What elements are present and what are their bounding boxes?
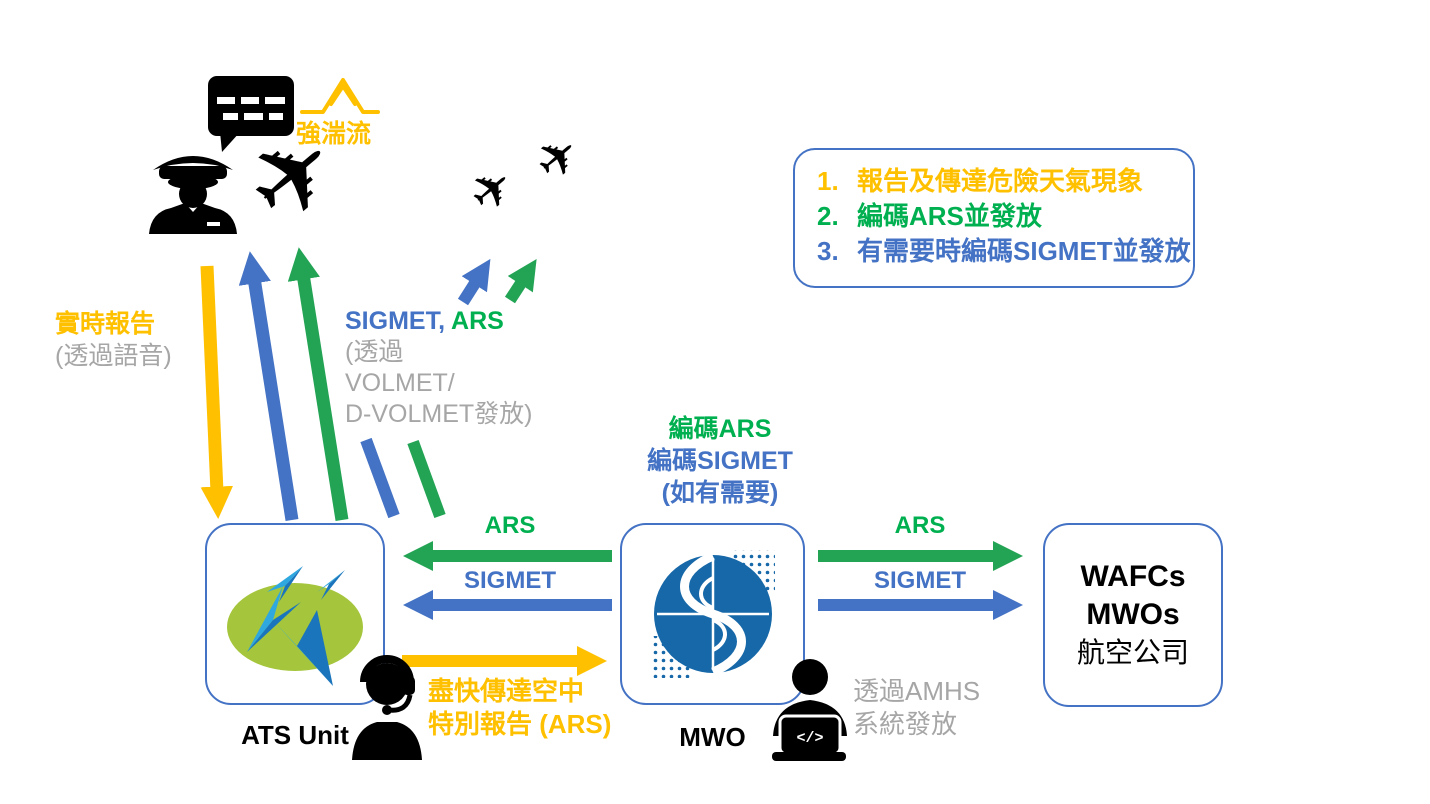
laptop-operator-icon: </> — [772, 659, 847, 761]
ars-flow-label-left: ARS — [484, 512, 536, 539]
volmet-dissemination-label: SIGMET, ARS (透過 VOLMET/ D-VOLMET發放) — [345, 306, 533, 430]
arrow-volmet-ars-head — [504, 259, 537, 304]
hko-logo-icon — [650, 550, 775, 678]
sigmet-flow-label-left: SIGMET — [463, 567, 556, 594]
ars-relay-line1: 盡快傳達空中 — [428, 676, 585, 706]
amhs-line1: 透過AMHS — [853, 676, 981, 706]
sigmet-flow-label-right: SIGMET — [873, 567, 966, 594]
wafc-line2: MWOs — [1086, 598, 1180, 631]
mwo-label: MWO — [679, 722, 746, 752]
legend-number: 1. — [817, 166, 839, 196]
legend-text: 編碼ARS並發放 — [857, 201, 1042, 231]
mwo-tasks-label: 編碼ARS 編碼SIGMET (如有需要) — [630, 413, 810, 509]
mwo-task-ars: 編碼ARS — [668, 415, 772, 443]
legend-number: 2. — [817, 201, 839, 231]
headset-operator-icon — [352, 655, 422, 760]
arrow-volmet-sigmet-head — [457, 258, 491, 306]
realtime-report-title: 實時報告 — [55, 310, 156, 338]
ats-unit-label: ATS Unit — [241, 720, 349, 750]
mwo-task-sigmet: 編碼SIGMET — [647, 447, 793, 475]
arrow-volmet-ars-segment — [407, 439, 446, 519]
legend-text: 有需要時編碼SIGMET並發放 — [857, 236, 1191, 266]
arrow-ats-to-pilot-sigmet — [238, 251, 299, 522]
turbulence-label: 強湍流 — [296, 120, 372, 148]
volmet-note-line3: VOLMET/ — [345, 369, 455, 397]
legend-box: 1. 報告及傳達危險天氣現象 2. 編碼ARS並發放 3. 有需要時編碼SIGM… — [793, 148, 1195, 288]
arrow-pilot-to-ats-voice — [200, 265, 233, 520]
volmet-products-line: SIGMET, ARS — [345, 306, 533, 337]
legend-item-2: 2. 編碼ARS並發放 — [817, 199, 1193, 234]
volmet-ars-text: ARS — [445, 307, 504, 335]
laptop-code-glyph: </> — [796, 730, 823, 747]
volmet-note-line2: (透過 — [345, 338, 404, 366]
mwo-box — [620, 523, 805, 705]
arrow-ats-to-pilot-ars — [287, 247, 349, 522]
ars-flow-label-right: ARS — [894, 512, 946, 539]
wafc-box: WAFCs MWOs 航空公司 — [1043, 523, 1223, 707]
arrow-volmet-sigmet-segment — [360, 437, 400, 519]
ars-relay-note: 盡快傳達空中 特別報告 (ARS) — [428, 675, 611, 741]
ats-unit-box — [205, 523, 385, 705]
wafc-line3: 航空公司 — [1076, 637, 1189, 668]
legend-item-3: 3. 有需要時編碼SIGMET並發放 — [817, 234, 1193, 269]
legend-number: 3. — [817, 236, 839, 266]
pilot-icon — [149, 156, 237, 234]
amhs-note: 透過AMHS 系統發放 — [853, 675, 980, 741]
mwo-task-condition: (如有需要) — [661, 479, 779, 507]
legend-item-1: 1. 報告及傳達危險天氣現象 — [817, 164, 1193, 199]
speech-bubble-icon — [208, 76, 294, 152]
ats-darts-icon — [227, 566, 363, 686]
volmet-note-line4: D-VOLMET發放) — [345, 400, 533, 428]
wafc-line1: WAFCs — [1080, 560, 1186, 593]
legend-text: 報告及傳達危險天氣現象 — [857, 166, 1144, 196]
realtime-report-label: 實時報告 (透過語音) — [55, 308, 172, 372]
ars-relay-line2: 特別報告 (ARS) — [428, 709, 612, 739]
realtime-report-subtitle: (透過語音) — [55, 342, 172, 370]
volmet-sigmet-text: SIGMET, — [345, 307, 446, 335]
turbulence-icon — [300, 78, 380, 114]
amhs-line2: 系統發放 — [853, 709, 958, 739]
